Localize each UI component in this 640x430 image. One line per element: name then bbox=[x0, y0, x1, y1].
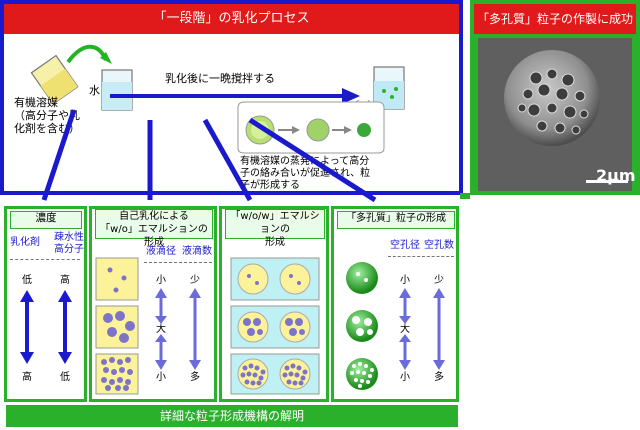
porous-particle-micrograph bbox=[478, 38, 632, 191]
concentration-col2-bottom: 低 bbox=[60, 372, 70, 383]
wo-col2-top: 少 bbox=[190, 275, 200, 286]
wow-title: 「w/o/w」エマルションの 形成 bbox=[225, 209, 325, 248]
concentration-col1-header: 乳化剤 bbox=[10, 237, 40, 248]
porous-title: 「多孔質」粒子の形成 bbox=[337, 211, 455, 229]
wow-droplet-images bbox=[230, 257, 320, 395]
concentration-col1-bottom: 高 bbox=[22, 372, 32, 383]
wo-col1-top: 小 bbox=[156, 275, 166, 286]
process-arrow bbox=[110, 88, 360, 104]
process-title: 「一段階」の乳化プロセス bbox=[4, 4, 459, 34]
concentration-col1-top: 低 bbox=[22, 275, 32, 286]
concentration-box bbox=[4, 206, 87, 402]
wo-droplet-images bbox=[95, 257, 139, 395]
sem-image bbox=[478, 38, 632, 191]
wo-divider bbox=[144, 262, 212, 263]
porous-divider bbox=[388, 256, 454, 257]
concentration-col2-header: 疎水性 高分子 bbox=[54, 232, 84, 255]
water-label: 水 bbox=[89, 84, 100, 97]
porous-arrows bbox=[399, 288, 445, 370]
solvent-label: 有機溶媒 （高分子や乳 化剤を含む） bbox=[14, 96, 80, 135]
sem-title: 「多孔質」粒子の作製に成功 bbox=[474, 4, 636, 34]
porous-col1-header: 空孔径 bbox=[390, 240, 420, 251]
wo-col1-bottom: 小 bbox=[156, 372, 166, 383]
bottom-banner: 詳細な粒子形成機構の解明 bbox=[6, 405, 458, 427]
wo-col2-bottom: 多 bbox=[190, 372, 200, 383]
concentration-arrows bbox=[20, 290, 72, 364]
porous-particle-images bbox=[346, 262, 378, 390]
concentration-title: 濃度 bbox=[10, 211, 82, 229]
wo-arrows bbox=[155, 288, 201, 370]
concentration-divider bbox=[10, 259, 80, 260]
wo-col1-mid: 大 bbox=[156, 324, 166, 335]
callout-note: 有機溶媒の蒸発によって高分 子の絡み合いが促進され、粒 子が形成する bbox=[240, 156, 371, 191]
porous-col1-bottom: 小 bbox=[400, 372, 410, 383]
porous-col2-bottom: 多 bbox=[434, 372, 444, 383]
scale-bar-label: 2μm bbox=[596, 166, 636, 185]
wo-col2-header: 液滴数 bbox=[182, 246, 212, 257]
wo-col1-header: 液滴径 bbox=[146, 246, 176, 257]
porous-col1-top: 小 bbox=[400, 275, 410, 286]
porous-col2-top: 少 bbox=[434, 275, 444, 286]
connector-lines bbox=[41, 109, 470, 203]
concentration-col2-top: 高 bbox=[60, 275, 70, 286]
wo-title: 自己乳化による 「w/o」エマルションの形成 bbox=[95, 209, 213, 248]
arrow-label: 乳化後に一晩撹拌する bbox=[165, 72, 275, 85]
porous-col1-mid: 大 bbox=[400, 324, 410, 335]
porous-col2-header: 空孔数 bbox=[424, 240, 454, 251]
